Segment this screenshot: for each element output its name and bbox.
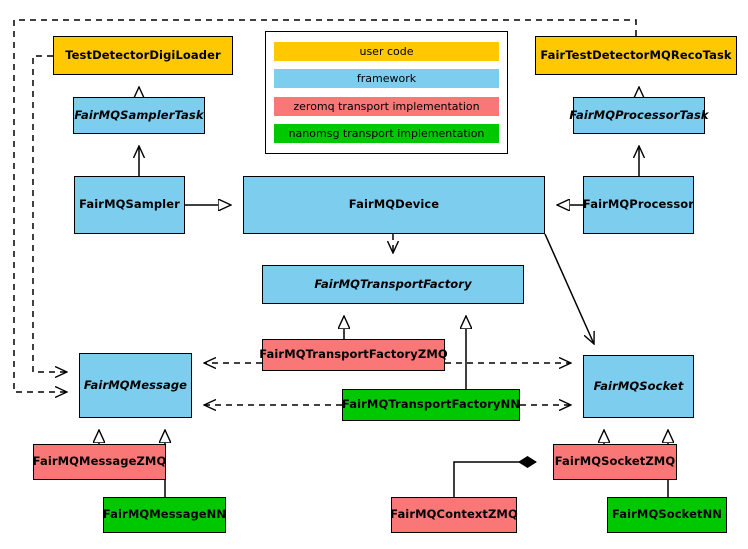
class-box-label: FairMQSampler bbox=[79, 197, 180, 212]
class-box-label: FairMQSocket bbox=[593, 378, 684, 393]
legend-item-label: nanomsg transport implementation bbox=[288, 126, 485, 140]
class-box-fairmqsocket[interactable]: FairMQSocket bbox=[583, 355, 694, 418]
class-box-fairmqcontextzmq[interactable]: FairMQContextZMQ bbox=[390, 497, 518, 533]
class-box-fairmqtransportfactory[interactable]: FairMQTransportFactory bbox=[262, 265, 524, 304]
class-box-fairmqprocessortask[interactable]: FairMQProcessorTask bbox=[569, 97, 709, 134]
class-box-fairmqmessagenn[interactable]: FairMQMessageNN bbox=[103, 497, 226, 533]
class-box-fairtestdetectormqrecotask[interactable]: FairTestDetectorMQRecoTask bbox=[535, 36, 737, 75]
legend-item-user-code: user code bbox=[274, 42, 499, 62]
legend-panel: user code framework zeromq transport imple… bbox=[265, 31, 508, 154]
class-box-label: TestDetectorDigiLoader bbox=[65, 47, 221, 62]
class-box-label: FairMQContextZMQ bbox=[390, 507, 518, 522]
legend-item-framework: framework bbox=[274, 69, 499, 89]
class-box-fairmqmessagezmq[interactable]: FairMQMessageZMQ bbox=[33, 444, 166, 480]
class-box-fairmqtransportfactoryzmq[interactable]: FairMQTransportFactoryZMQ bbox=[259, 339, 448, 371]
class-box-label: FairMQMessage bbox=[83, 377, 188, 392]
edge-digiloader-to-message bbox=[32, 55, 67, 372]
legend-item-zeromq: zeromq transport implementation bbox=[274, 96, 499, 116]
class-box-fairmqsampler[interactable]: FairMQSampler bbox=[74, 176, 185, 234]
legend-item-label: framework bbox=[356, 72, 417, 86]
edge-contextzmq-to-socketzmq bbox=[453, 462, 536, 497]
class-box-fairmqtransportfactorynn[interactable]: FairMQTransportFactoryNN bbox=[342, 389, 520, 421]
legend-item-nanomsg: nanomsg transport implementation bbox=[274, 123, 499, 143]
class-box-label: FairMQProcessor bbox=[582, 197, 695, 212]
class-box-fairmqsocketnn[interactable]: FairMQSocketNN bbox=[607, 497, 727, 533]
class-box-testdetectordigiloader[interactable]: TestDetectorDigiLoader bbox=[53, 36, 233, 75]
class-box-fairmqprocessor[interactable]: FairMQProcessor bbox=[583, 176, 694, 234]
class-box-label: FairMQSocketZMQ bbox=[554, 454, 676, 469]
class-box-label: FairMQSocketNN bbox=[611, 507, 723, 522]
class-box-fairmqmessage[interactable]: FairMQMessage bbox=[79, 353, 192, 418]
class-box-label: FairMQDevice bbox=[348, 197, 440, 212]
class-box-label: FairMQTransportFactoryNN bbox=[341, 397, 521, 412]
class-box-fairmqsocketzmq[interactable]: FairMQSocketZMQ bbox=[553, 444, 677, 480]
legend-item-label: user code bbox=[359, 45, 414, 59]
class-box-label: FairMQMessageNN bbox=[102, 507, 227, 522]
class-box-label: FairMQTransportFactory bbox=[314, 276, 472, 291]
edge-recotask-to-message bbox=[13, 19, 637, 392]
class-box-label: FairMQProcessorTask bbox=[569, 107, 709, 122]
legend-item-label: zeromq transport implementation bbox=[293, 99, 480, 113]
class-box-fairmqsamplertask[interactable]: FairMQSamplerTask bbox=[73, 97, 205, 134]
class-box-label: FairMQMessageZMQ bbox=[32, 454, 167, 469]
class-box-label: FairTestDetectorMQRecoTask bbox=[540, 47, 732, 62]
class-box-label: FairMQSamplerTask bbox=[74, 107, 204, 122]
class-box-fairmqdevice[interactable]: FairMQDevice bbox=[243, 176, 545, 234]
class-box-label: FairMQTransportFactoryZMQ bbox=[259, 347, 448, 362]
edge-device-to-socket bbox=[544, 233, 594, 344]
